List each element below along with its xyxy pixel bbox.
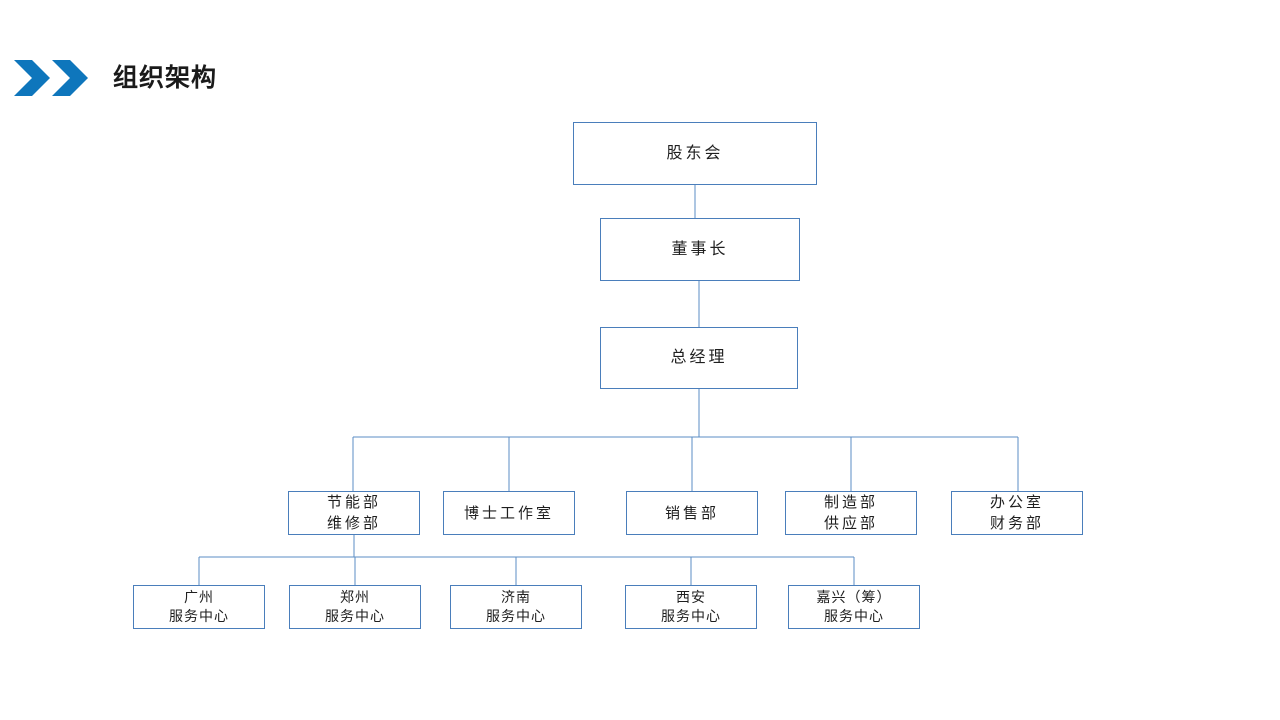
org-node-label-line1: 西安 xyxy=(676,589,706,605)
org-node-label: 股东会 xyxy=(666,144,724,162)
org-node-label-line1: 济南 xyxy=(501,589,531,605)
org-node-label-line1: 广州 xyxy=(184,589,214,605)
org-node-label-line2: 维修部 xyxy=(326,515,381,532)
org-node-label-line1: 郑州 xyxy=(340,589,370,605)
org-node-label-line1: 制造部 xyxy=(823,494,878,511)
org-node-label-line2: 服务中心 xyxy=(661,608,721,624)
org-node-label-line1: 办公室 xyxy=(989,494,1044,511)
org-node-department-3[interactable]: 制造部 供应部 xyxy=(785,491,917,535)
org-node-shareholders[interactable]: 股东会 xyxy=(573,122,817,185)
org-node-service-center-3[interactable]: 西安 服务中心 xyxy=(625,585,757,629)
org-node-label-line2: 服务中心 xyxy=(325,608,385,624)
org-node-label-line2: 服务中心 xyxy=(169,608,229,624)
org-node-label-line1: 博士工作室 xyxy=(463,504,554,522)
org-node-chairman[interactable]: 董事长 xyxy=(600,218,800,281)
org-node-department-4[interactable]: 办公室 财务部 xyxy=(951,491,1083,535)
chevron-right-icon-1 xyxy=(14,60,50,96)
org-node-label-line1: 嘉兴（筹） xyxy=(816,589,892,605)
org-node-label-line2: 服务中心 xyxy=(824,608,884,624)
org-node-label: 董事长 xyxy=(671,240,729,258)
org-node-general-manager[interactable]: 总经理 xyxy=(600,327,798,389)
double-chevron-right-icon xyxy=(12,58,96,98)
org-node-service-center-1[interactable]: 郑州 服务中心 xyxy=(289,585,421,629)
slide-header: 组织架构 xyxy=(0,0,1280,120)
org-node-service-center-2[interactable]: 济南 服务中心 xyxy=(450,585,582,629)
chevron-right-icon-2 xyxy=(52,60,88,96)
org-node-service-center-4[interactable]: 嘉兴（筹） 服务中心 xyxy=(788,585,920,629)
org-node-label: 总经理 xyxy=(670,349,728,366)
org-node-service-center-0[interactable]: 广州 服务中心 xyxy=(133,585,265,629)
org-node-department-2[interactable]: 销售部 xyxy=(626,491,758,535)
org-node-label-line2: 服务中心 xyxy=(486,608,546,624)
org-node-label-line1: 销售部 xyxy=(664,504,719,522)
org-node-label-line2: 财务部 xyxy=(989,515,1044,532)
org-node-department-0[interactable]: 节能部 维修部 xyxy=(288,491,420,535)
org-node-label-line1: 节能部 xyxy=(326,494,381,511)
org-node-department-1[interactable]: 博士工作室 xyxy=(443,491,575,535)
page-title: 组织架构 xyxy=(113,64,218,92)
org-node-label-line2: 供应部 xyxy=(823,515,878,532)
